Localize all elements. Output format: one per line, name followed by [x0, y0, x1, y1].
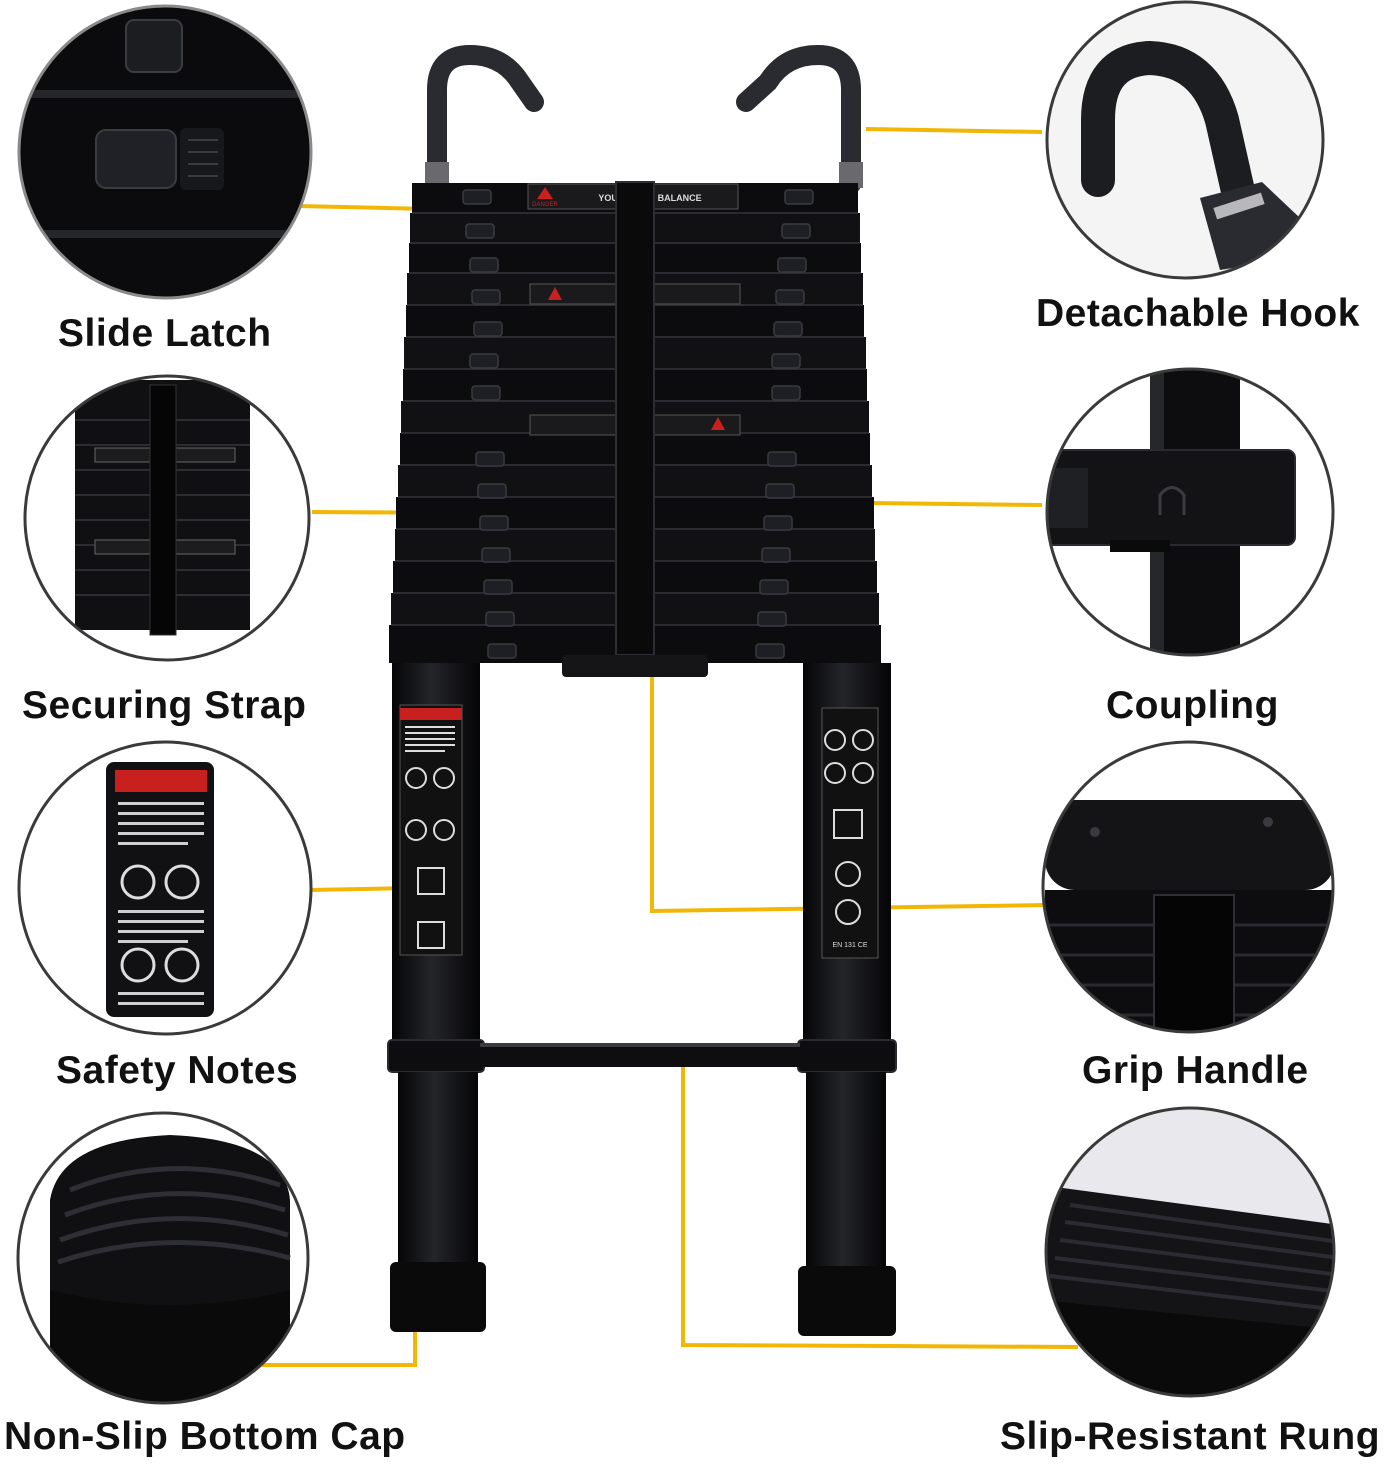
safety-notes-detail — [17, 740, 313, 1036]
standard-text: EN 131 CE — [832, 942, 867, 949]
grip-handle-detail — [1041, 740, 1335, 1034]
danger-text: DANGER — [532, 202, 558, 208]
label-grip-handle: Grip Handle — [1082, 1049, 1309, 1092]
label-detachable-hook: Detachable Hook — [1036, 292, 1360, 335]
coupling-detail — [1045, 367, 1335, 657]
telescopic-ladder: DANGER YOU C YOUR BALANCE — [387, 44, 897, 1336]
securing-strap-detail — [23, 374, 311, 662]
label-safety-notes: Safety Notes — [56, 1049, 299, 1092]
label-coupling: Coupling — [1106, 684, 1279, 727]
rung-detail — [1044, 1106, 1336, 1398]
detachable-hook-detail — [1045, 0, 1325, 280]
label-securing-strap: Securing Strap — [22, 684, 307, 727]
label-non-slip-bottom-cap: Non-Slip Bottom Cap — [4, 1415, 406, 1458]
slide-latch-detail — [17, 4, 313, 300]
bottom-cap-detail — [16, 1111, 310, 1405]
label-slide-latch: Slide Latch — [58, 312, 272, 355]
label-slip-resistant-rung: Slip-Resistant Rung — [1000, 1415, 1381, 1458]
